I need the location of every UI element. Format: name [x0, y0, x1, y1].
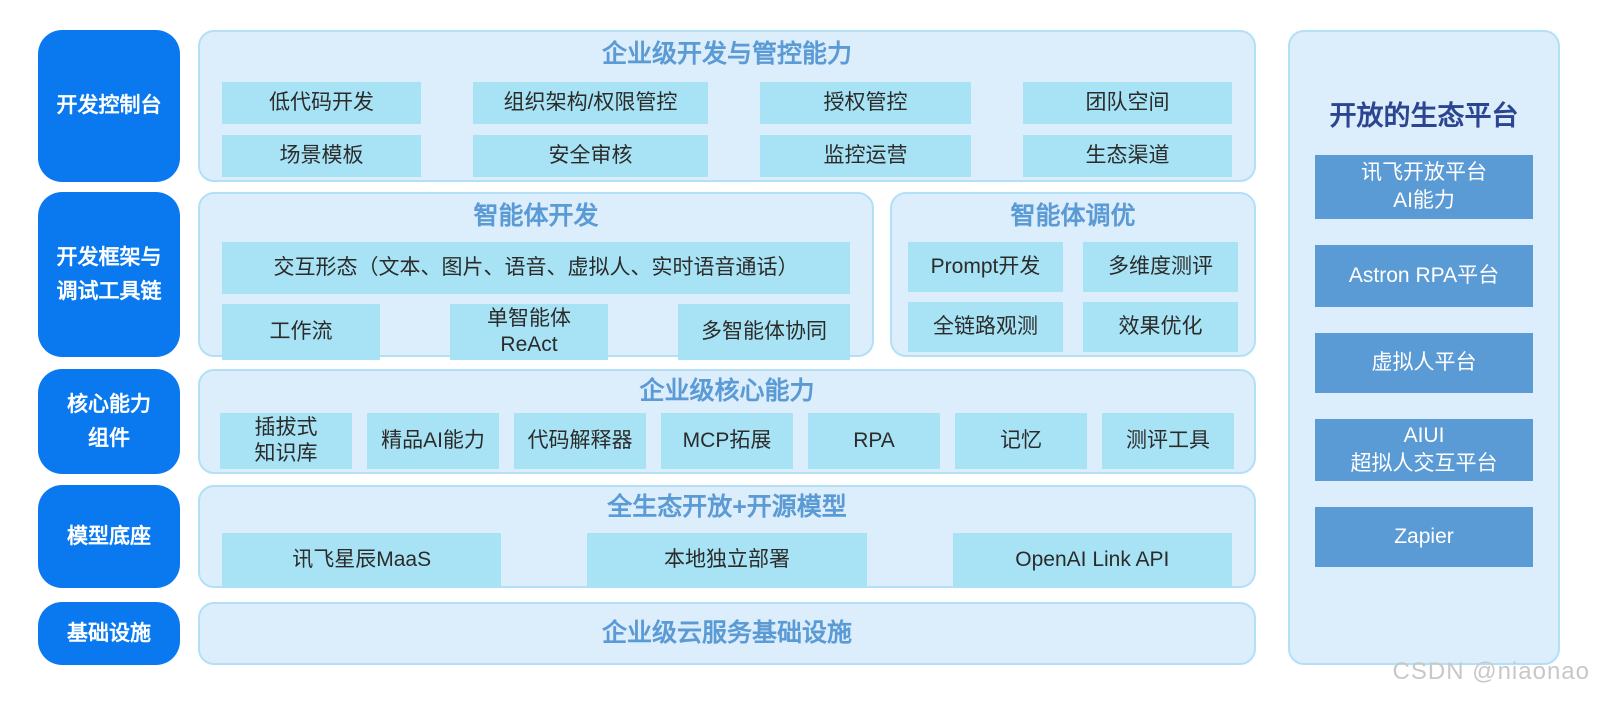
panel-dev-governance-grid: 低代码开发 组织架构/权限管控 授权管控 团队空间 场景模板 安全审核 监控运营… [222, 82, 1232, 177]
capability-rpa: RPA [808, 413, 940, 469]
capability-scene-template: 场景模板 [222, 135, 422, 177]
csdn-watermark: CSDN @niaonao [1392, 658, 1590, 685]
platform-astron-rpa: Astron RPA平台 [1315, 245, 1533, 307]
panel-dev-governance: 企业级开发与管控能力 低代码开发 组织架构/权限管控 授权管控 团队空间 场景模… [198, 30, 1256, 182]
sidebar-item-model-base: 模型底座 [38, 485, 180, 588]
capability-local-deploy: 本地独立部署 [587, 533, 867, 587]
panel-agent-dev-title: 智能体开发 [473, 202, 599, 230]
capability-memory: 记忆 [955, 413, 1087, 469]
sidebar-item-dev-framework: 开发框架与 调试工具链 [38, 192, 180, 357]
capability-xinghuo-maas: 讯飞星辰MaaS [222, 533, 502, 587]
capability-single-agent-react: 单智能体 ReAct [450, 304, 608, 360]
capability-effect-optimize: 效果优化 [1083, 302, 1238, 352]
capability-full-chain-observe: 全链路观测 [908, 302, 1063, 352]
panel-core-capabilities-row: 插拔式 知识库 精品AI能力 代码解释器 MCP拓展 RPA 记忆 测评工具 [220, 413, 1234, 469]
capability-multi-agent: 多智能体协同 [678, 304, 850, 360]
panel-dev-governance-title: 企业级开发与管控能力 [601, 40, 852, 68]
panel-open-models-title: 全生态开放+开源模型 [607, 493, 847, 521]
capability-code-interpreter: 代码解释器 [514, 413, 646, 469]
capability-monitor-ops: 监控运营 [759, 135, 971, 177]
capability-eval-tools: 测评工具 [1102, 413, 1234, 469]
panel-agent-tuning-title: 智能体调优 [1010, 202, 1136, 230]
panel-agent-tuning-grid: Prompt开发 多维度测评 全链路观测 效果优化 [908, 242, 1238, 352]
sidebar-item-core-components: 核心能力 组件 [38, 369, 180, 474]
sidebar-item-infrastructure: 基础设施 [38, 602, 180, 665]
panel-open-models-row: 讯飞星辰MaaS 本地独立部署 OpenAI Link API [222, 533, 1232, 587]
capability-org-permission: 组织架构/权限管控 [473, 82, 708, 124]
capability-pluggable-kb: 插拔式 知识库 [220, 413, 352, 469]
capability-workflow: 工作流 [222, 304, 380, 360]
platform-aiui: AIUI 超拟人交互平台 [1315, 419, 1533, 481]
capability-multi-dimension-eval: 多维度测评 [1083, 242, 1238, 292]
panel-agent-dev-row: 工作流 单智能体 ReAct 多智能体协同 [222, 304, 850, 360]
panel-core-capabilities-title: 企业级核心能力 [639, 377, 815, 405]
capability-premium-ai: 精品AI能力 [367, 413, 499, 469]
capability-low-code: 低代码开发 [222, 82, 422, 124]
panel-core-capabilities: 企业级核心能力 插拔式 知识库 精品AI能力 代码解释器 MCP拓展 RPA 记… [198, 369, 1256, 474]
capability-openai-link-api: OpenAI Link API [952, 533, 1232, 587]
panel-cloud-infra-title: 企业级云服务基础设施 [601, 619, 852, 647]
capability-authorization: 授权管控 [759, 82, 971, 124]
platform-iflytek-open-ai: 讯飞开放平台 AI能力 [1315, 155, 1533, 219]
capability-mcp-extension: MCP拓展 [661, 413, 793, 469]
capability-team-space: 团队空间 [1022, 82, 1232, 124]
capability-security-audit: 安全审核 [473, 135, 708, 177]
panel-open-models: 全生态开放+开源模型 讯飞星辰MaaS 本地独立部署 OpenAI Link A… [198, 485, 1256, 588]
panel-cloud-infra: 企业级云服务基础设施 [198, 602, 1256, 665]
panel-agent-dev: 智能体开发 交互形态（文本、图片、语音、虚拟人、实时语音通话） 工作流 单智能体… [198, 192, 874, 360]
platform-zapier: Zapier [1315, 507, 1533, 567]
panel-ecosystem: 开放的生态平台 讯飞开放平台 AI能力 Astron RPA平台 虚拟人平台 A… [1288, 30, 1560, 665]
capability-interaction-modes: 交互形态（文本、图片、语音、虚拟人、实时语音通话） [222, 242, 850, 294]
panel-ecosystem-title: 开放的生态平台 [1329, 101, 1519, 131]
sidebar-item-dev-console: 开发控制台 [38, 30, 180, 182]
platform-virtual-human: 虚拟人平台 [1315, 333, 1533, 393]
panel-agent-tuning: 智能体调优 Prompt开发 多维度测评 全链路观测 效果优化 [890, 192, 1256, 357]
capability-prompt-dev: Prompt开发 [908, 242, 1063, 292]
capability-eco-channel: 生态渠道 [1022, 135, 1232, 177]
